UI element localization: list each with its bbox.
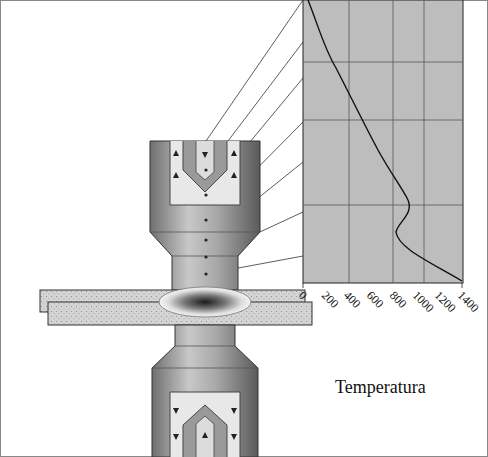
axis-tick-label: 200 — [319, 289, 340, 310]
axis-tick-label: 600 — [365, 289, 386, 310]
axis-tick-label: 1000 — [410, 289, 435, 314]
axis-tick-label: 1400 — [456, 289, 481, 314]
axis-tick-label: 800 — [387, 289, 408, 310]
axis-tick-label: 400 — [342, 289, 363, 310]
axis-tick-label: 1200 — [433, 289, 458, 314]
axis-title: Temperatura — [335, 378, 426, 396]
